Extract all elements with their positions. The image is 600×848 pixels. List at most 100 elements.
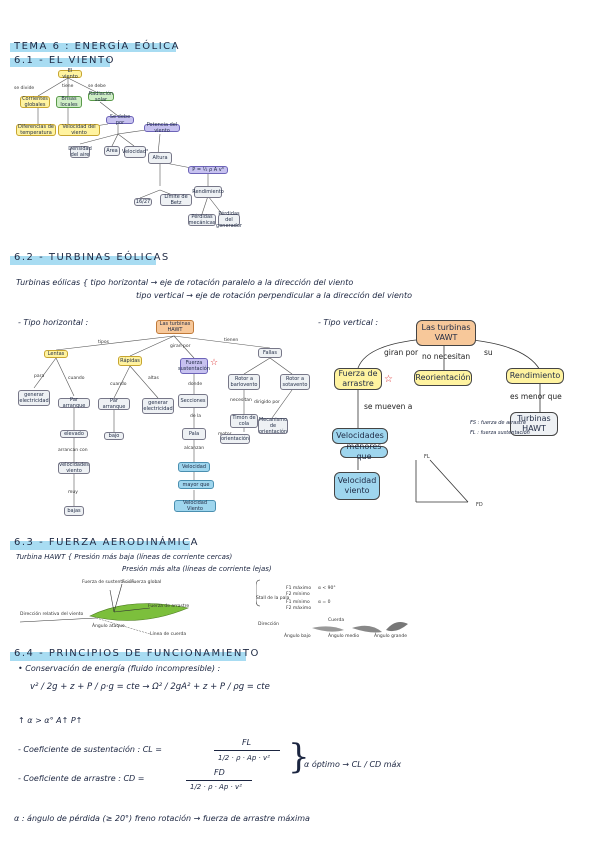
hawt-node: elevado bbox=[60, 430, 88, 438]
section-title-6-4: 6.4 - PRINCIPIOS DE FUNCIONAMIENTO bbox=[14, 648, 260, 659]
drag-coefficient-label: - Coeficiente de arrastre : CD = bbox=[18, 774, 145, 783]
hawt-node: bajo bbox=[104, 432, 124, 440]
wind-node: Brisas locales bbox=[56, 96, 82, 108]
airfoil-svg bbox=[19, 583, 190, 635]
hawt-link-label: muy bbox=[68, 490, 78, 495]
vawt-node: menores que bbox=[340, 442, 388, 461]
hawt-node: Fallas bbox=[258, 348, 282, 358]
airfoil-label: F = Fuerza global bbox=[122, 580, 162, 585]
vawt-node: Fuerza de arrastre bbox=[334, 368, 382, 390]
vawt-axis-y: FL bbox=[424, 454, 430, 460]
vawt-map-connectors: FL FD bbox=[357, 339, 541, 508]
stall-svg bbox=[256, 579, 408, 633]
heading-highlight bbox=[10, 256, 156, 265]
wind-concept-map: El viento se divide tiene se debe Corrie… bbox=[10, 66, 242, 244]
vawt-axis-x: FD bbox=[476, 502, 483, 508]
hawt-node: bajas bbox=[64, 506, 84, 516]
lift-coefficient-label: - Coeficiente de sustentación : CL = bbox=[18, 745, 162, 754]
wind-root: El viento bbox=[58, 68, 82, 80]
hawt-link-label: tienen bbox=[224, 338, 239, 343]
hawt-link-label: donde bbox=[188, 382, 203, 387]
heading-highlight bbox=[10, 43, 176, 52]
fraction-bar bbox=[214, 750, 280, 751]
hawt-link-label: giran por bbox=[170, 344, 191, 349]
stall-label: Dirección bbox=[258, 622, 280, 627]
wind-node: Potencia del viento bbox=[144, 122, 180, 134]
hawt-node: Par arranque bbox=[58, 397, 90, 409]
drag-coefficient-numerator: FD bbox=[214, 768, 225, 777]
heading-highlight bbox=[10, 541, 190, 550]
hawt-link-label: tipos bbox=[98, 340, 109, 345]
vawt-note: FS : fuerza de arrastre bbox=[470, 420, 527, 426]
vawt-link-label: se mueven a bbox=[364, 402, 413, 411]
hawt-root: Las turbinas HAWT bbox=[156, 320, 194, 334]
heading-highlight bbox=[10, 58, 110, 67]
brace: } bbox=[288, 737, 310, 777]
wind-node: Altura bbox=[148, 152, 172, 164]
drag-coefficient-denominator: 1/2 · ρ · Ap · v² bbox=[190, 783, 242, 791]
hawt-link-label: para bbox=[34, 374, 45, 379]
vawt-link-label: no necesitan bbox=[422, 352, 471, 361]
hawt-node: Rápidas bbox=[118, 356, 142, 366]
wind-node: Densidad del aire bbox=[68, 146, 92, 158]
wind-node: Área bbox=[104, 146, 120, 156]
vawt-node: Velocidad viento bbox=[334, 472, 380, 500]
hawt-node: Mecanismo de orientación bbox=[258, 417, 288, 435]
stall-label: Stall de la pala bbox=[256, 596, 290, 601]
aero-line2: Presión más alta (líneas de corriente le… bbox=[122, 565, 272, 573]
wind-node: Pérdidas del generador bbox=[216, 211, 242, 229]
vawt-node: Velocidades bbox=[332, 428, 388, 444]
hawt-node: velocidades viento bbox=[58, 462, 90, 474]
hawt-node: Velocidad bbox=[178, 462, 210, 472]
section-title-6-1: 6.1 - EL VIENTO bbox=[14, 55, 116, 66]
turbine-types-line2: tipo vertical → eje de rotación perpendi… bbox=[136, 291, 412, 300]
airfoil-label: Línea de cuerda bbox=[150, 632, 187, 637]
hawt-node: Rotor a barlovento bbox=[228, 374, 260, 390]
hawt-node: mayor que bbox=[178, 480, 214, 489]
turbine-types-line1: Turbinas eólicas { tipo horizontal → eje… bbox=[16, 278, 354, 287]
horizontal-label: - Tipo horizontal : bbox=[18, 318, 89, 327]
wind-node: Diferencias de temperatura bbox=[16, 124, 56, 136]
wind-link-label: se debe bbox=[88, 84, 106, 89]
vawt-node: Turbinas HAWT bbox=[510, 412, 558, 436]
principles-increase: ↑ α > α° A↑ P↑ bbox=[18, 716, 83, 725]
stall-label: F2 mínimo bbox=[286, 592, 310, 597]
heading-highlight bbox=[10, 652, 246, 661]
vawt-root: Las turbinas VAWT bbox=[416, 320, 476, 346]
airfoil-label: Fuerza de arrastre bbox=[148, 604, 190, 609]
hawt-concept-map: Las turbinas HAWT tipos giran por tienen… bbox=[14, 318, 314, 524]
wind-node: Radiación solar bbox=[88, 90, 114, 103]
hawt-link-label: alcanzan bbox=[184, 446, 205, 451]
stall-label: F1 máximo bbox=[286, 586, 312, 591]
wind-node: Velocidad³ bbox=[122, 146, 148, 158]
fraction-bar bbox=[186, 780, 252, 781]
principles-final: α : ángulo de pérdida (≥ 20°) freno rota… bbox=[14, 814, 310, 823]
wind-node: Límite de Betz bbox=[160, 194, 192, 206]
hawt-node: Timón de cola bbox=[230, 414, 258, 428]
wind-node: P = ½ ρ A v³ bbox=[188, 166, 228, 174]
wind-link-label: se divide bbox=[14, 86, 35, 91]
optimal-angle: α óptimo → CL / CD máx bbox=[304, 760, 402, 769]
stall-label: F2 máximo bbox=[286, 606, 312, 611]
vawt-note: FL : fuerza sustentación bbox=[470, 430, 530, 436]
star-icon: ☆ bbox=[384, 374, 393, 385]
vawt-concept-map: FL FD Las turbinas VAWT giran por no nec… bbox=[326, 316, 588, 516]
hawt-node: Par arranque bbox=[98, 398, 130, 410]
airfoil-diagram: Fuerza de sustentación F = Fuerza global… bbox=[10, 576, 250, 640]
section-title-6-2: 6.2 - TURBINAS EÓLICAS bbox=[14, 252, 170, 263]
wind-node: Corrientes globales bbox=[20, 96, 50, 108]
wind-link-label: tiene bbox=[62, 84, 74, 89]
hawt-link-label: necesitan bbox=[230, 398, 252, 403]
aero-line1: Turbina HAWT { Presión más baja (líneas … bbox=[16, 553, 233, 561]
hawt-node: Pala bbox=[182, 428, 206, 440]
stall-label: F1 mínimo bbox=[286, 600, 310, 605]
airfoil-label: Dirección relativa del viento bbox=[20, 612, 84, 617]
airfoil-label: Fuerza de sustentación bbox=[82, 580, 135, 585]
wind-node: Se debe por bbox=[106, 114, 134, 126]
airfoil-label: Ángulo ataque bbox=[92, 624, 125, 629]
vawt-node: Rendimiento bbox=[506, 368, 564, 384]
hawt-link-label: cuando bbox=[68, 376, 85, 381]
stall-diagram: Stall de la pala F1 máximo F2 mínimo F1 … bbox=[256, 578, 416, 640]
hawt-node: orientación bbox=[220, 434, 250, 444]
hawt-node: Rotor a sotavento bbox=[280, 374, 310, 390]
